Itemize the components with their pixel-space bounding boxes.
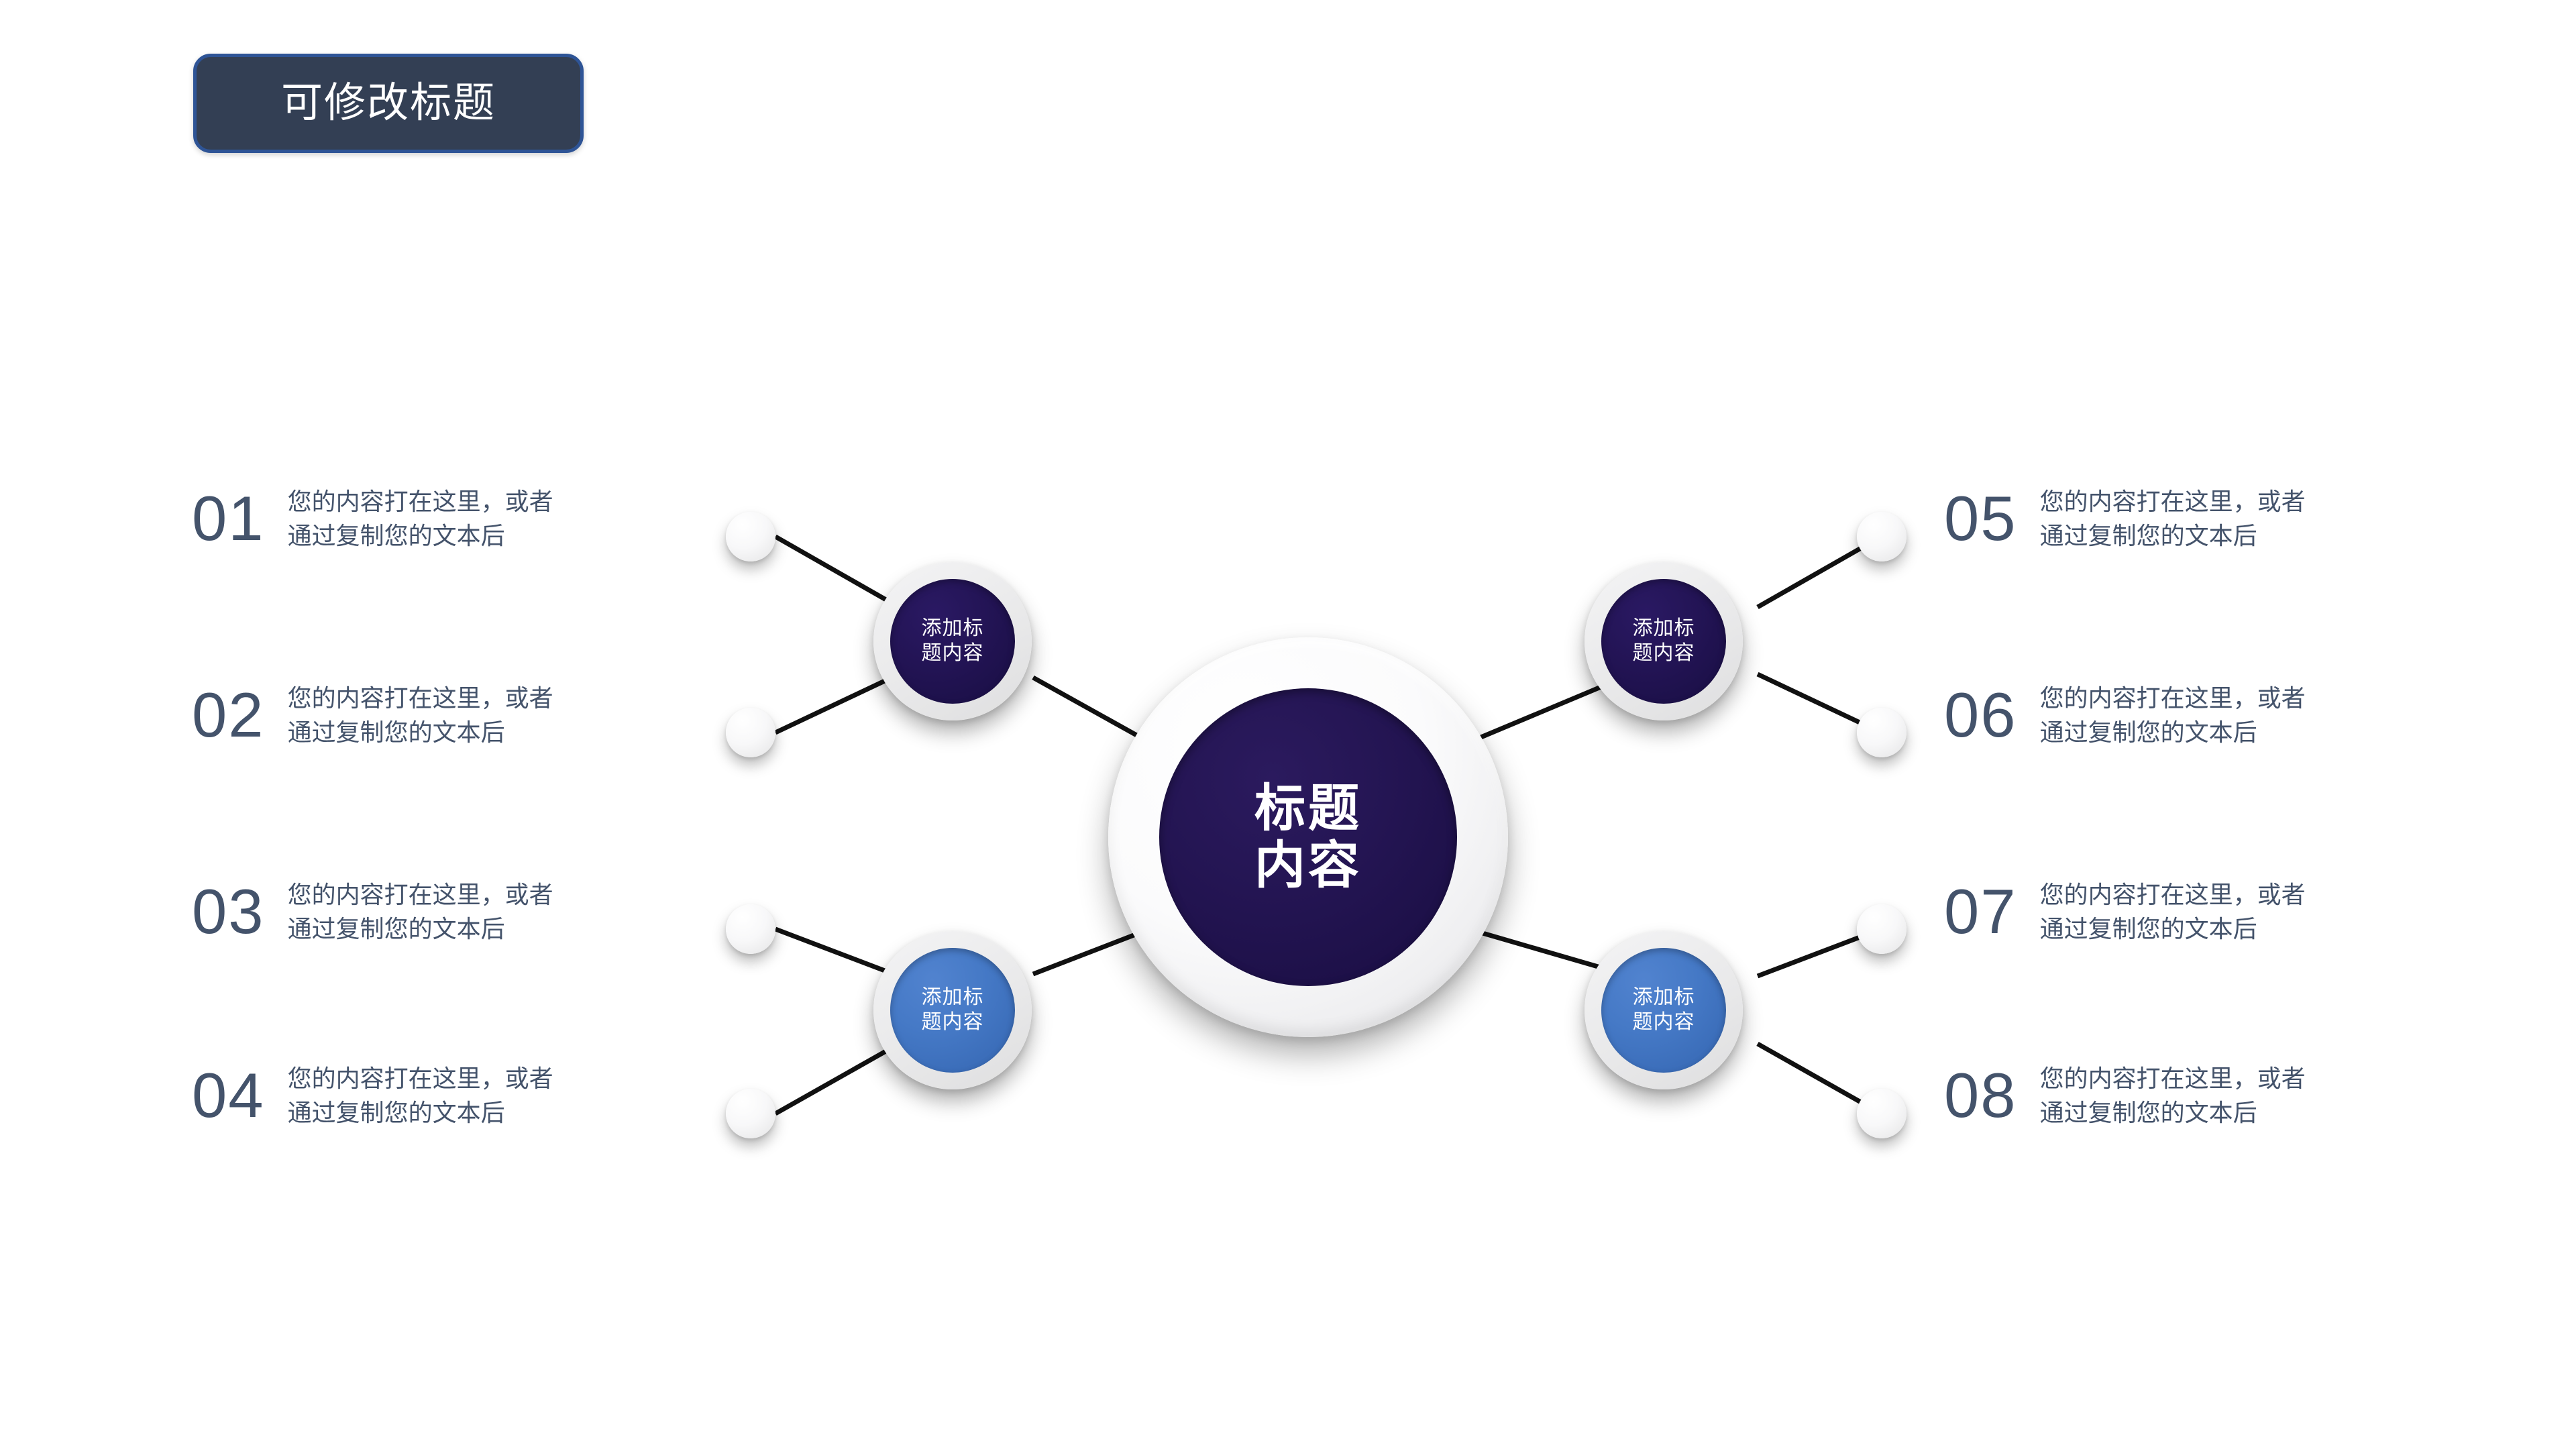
node-top-left-line2: 题内容 bbox=[921, 642, 984, 664]
bullet-dot-05[interactable] bbox=[1857, 512, 1907, 561]
caption-item-08[interactable]: 08 您的内容打在这里，或者 通过复制您的文本后 bbox=[1944, 1061, 2306, 1130]
node-bottom-right-face: 添加标 题内容 bbox=[1601, 948, 1726, 1073]
bullet-dot-04[interactable] bbox=[726, 1089, 775, 1138]
caption-item-04[interactable]: 04 您的内容打在这里，或者 通过复制您的文本后 bbox=[192, 1061, 553, 1130]
caption-body-07: 您的内容打在这里，或者 通过复制您的文本后 bbox=[2040, 877, 2306, 946]
title-badge[interactable]: 可修改标题 bbox=[193, 54, 584, 153]
node-top-right-face: 添加标 题内容 bbox=[1601, 579, 1726, 704]
caption-body-05-line2: 通过复制您的文本后 bbox=[2039, 522, 2257, 550]
center-hub[interactable]: 标题 内容 bbox=[1108, 637, 1508, 1037]
caption-body-01-line2: 通过复制您的文本后 bbox=[287, 522, 505, 550]
node-top-left[interactable]: 添加标 题内容 bbox=[873, 562, 1032, 720]
bullet-dot-02[interactable] bbox=[726, 708, 775, 757]
center-hub-face: 标题 内容 bbox=[1159, 688, 1457, 986]
node-top-right-line1: 添加标 bbox=[1632, 617, 1695, 640]
node-bottom-right[interactable]: 添加标 题内容 bbox=[1585, 931, 1743, 1089]
bullet-dot-08[interactable] bbox=[1857, 1089, 1907, 1138]
caption-item-03[interactable]: 03 您的内容打在这里，或者 通过复制您的文本后 bbox=[192, 877, 553, 946]
node-bottom-left-face: 添加标 题内容 bbox=[890, 948, 1015, 1073]
node-top-right[interactable]: 添加标 题内容 bbox=[1585, 562, 1743, 720]
caption-body-07-line1: 您的内容打在这里，或者 bbox=[2039, 881, 2306, 908]
caption-body-03: 您的内容打在这里，或者 通过复制您的文本后 bbox=[288, 877, 553, 946]
caption-number-07: 07 bbox=[1944, 876, 2017, 947]
caption-number-02: 02 bbox=[192, 680, 265, 751]
caption-body-03-line2: 通过复制您的文本后 bbox=[287, 915, 505, 943]
node-top-left-line1: 添加标 bbox=[921, 617, 984, 640]
caption-item-07[interactable]: 07 您的内容打在这里，或者 通过复制您的文本后 bbox=[1944, 877, 2306, 946]
caption-item-06[interactable]: 06 您的内容打在这里，或者 通过复制您的文本后 bbox=[1944, 681, 2306, 749]
title-badge-label: 可修改标题 bbox=[280, 80, 496, 126]
node-bottom-left-line1: 添加标 bbox=[921, 986, 984, 1009]
caption-item-01[interactable]: 01 您的内容打在这里，或者 通过复制您的文本后 bbox=[192, 484, 553, 553]
caption-body-05-line1: 您的内容打在这里，或者 bbox=[2039, 488, 2306, 515]
connector-node-top-left-hub bbox=[1032, 675, 1152, 746]
caption-body-06: 您的内容打在这里，或者 通过复制您的文本后 bbox=[2040, 681, 2306, 749]
bullet-dot-01[interactable] bbox=[726, 512, 775, 561]
caption-body-08-line2: 通过复制您的文本后 bbox=[2039, 1099, 2257, 1127]
node-top-right-line2: 题内容 bbox=[1632, 642, 1695, 664]
caption-body-02-line1: 您的内容打在这里，或者 bbox=[287, 684, 553, 712]
node-bottom-right-line2: 题内容 bbox=[1632, 1011, 1695, 1033]
connector-dot02-node-top-left bbox=[774, 672, 900, 735]
caption-number-03: 03 bbox=[192, 876, 265, 947]
caption-number-01: 01 bbox=[192, 483, 265, 554]
caption-body-05: 您的内容打在这里，或者 通过复制您的文本后 bbox=[2040, 484, 2306, 553]
connector-dot04-node-bottom-left bbox=[774, 1041, 900, 1116]
bullet-dot-03[interactable] bbox=[726, 904, 775, 954]
node-bottom-right-line1: 添加标 bbox=[1632, 986, 1695, 1009]
connector-dot01-node-top-left bbox=[774, 534, 900, 610]
node-bottom-left[interactable]: 添加标 题内容 bbox=[873, 931, 1032, 1089]
node-bottom-left-line2: 题内容 bbox=[921, 1011, 984, 1033]
caption-body-02-line2: 通过复制您的文本后 bbox=[287, 718, 505, 747]
caption-body-03-line1: 您的内容打在这里，或者 bbox=[287, 881, 553, 908]
node-top-left-face: 添加标 题内容 bbox=[890, 579, 1015, 704]
caption-item-05[interactable]: 05 您的内容打在这里，或者 通过复制您的文本后 bbox=[1944, 484, 2306, 553]
caption-number-04: 04 bbox=[192, 1060, 265, 1131]
connector-dot03-node-bottom-left bbox=[774, 926, 900, 979]
caption-body-04-line1: 您的内容打在这里，或者 bbox=[287, 1065, 553, 1092]
center-hub-line1: 标题 bbox=[1254, 780, 1362, 837]
caption-body-04-line2: 通过复制您的文本后 bbox=[287, 1099, 505, 1127]
bullet-dot-06[interactable] bbox=[1857, 708, 1907, 757]
caption-body-07-line2: 通过复制您的文本后 bbox=[2039, 915, 2257, 943]
caption-body-04: 您的内容打在这里，或者 通过复制您的文本后 bbox=[288, 1061, 553, 1130]
caption-body-02: 您的内容打在这里，或者 通过复制您的文本后 bbox=[288, 681, 553, 749]
bullet-dot-07[interactable] bbox=[1857, 904, 1907, 954]
caption-item-02[interactable]: 02 您的内容打在这里，或者 通过复制您的文本后 bbox=[192, 681, 553, 749]
caption-body-08-line1: 您的内容打在这里，或者 bbox=[2039, 1065, 2306, 1092]
caption-body-01-line1: 您的内容打在这里，或者 bbox=[287, 488, 553, 515]
center-hub-line2: 内容 bbox=[1254, 837, 1362, 894]
caption-number-06: 06 bbox=[1944, 680, 2017, 751]
caption-body-01: 您的内容打在这里，或者 通过复制您的文本后 bbox=[288, 484, 553, 553]
caption-number-05: 05 bbox=[1944, 483, 2017, 554]
caption-body-06-line2: 通过复制您的文本后 bbox=[2039, 718, 2257, 747]
caption-body-08: 您的内容打在这里，或者 通过复制您的文本后 bbox=[2040, 1061, 2306, 1130]
caption-number-08: 08 bbox=[1944, 1060, 2017, 1131]
caption-body-06-line1: 您的内容打在这里，或者 bbox=[2039, 684, 2306, 712]
